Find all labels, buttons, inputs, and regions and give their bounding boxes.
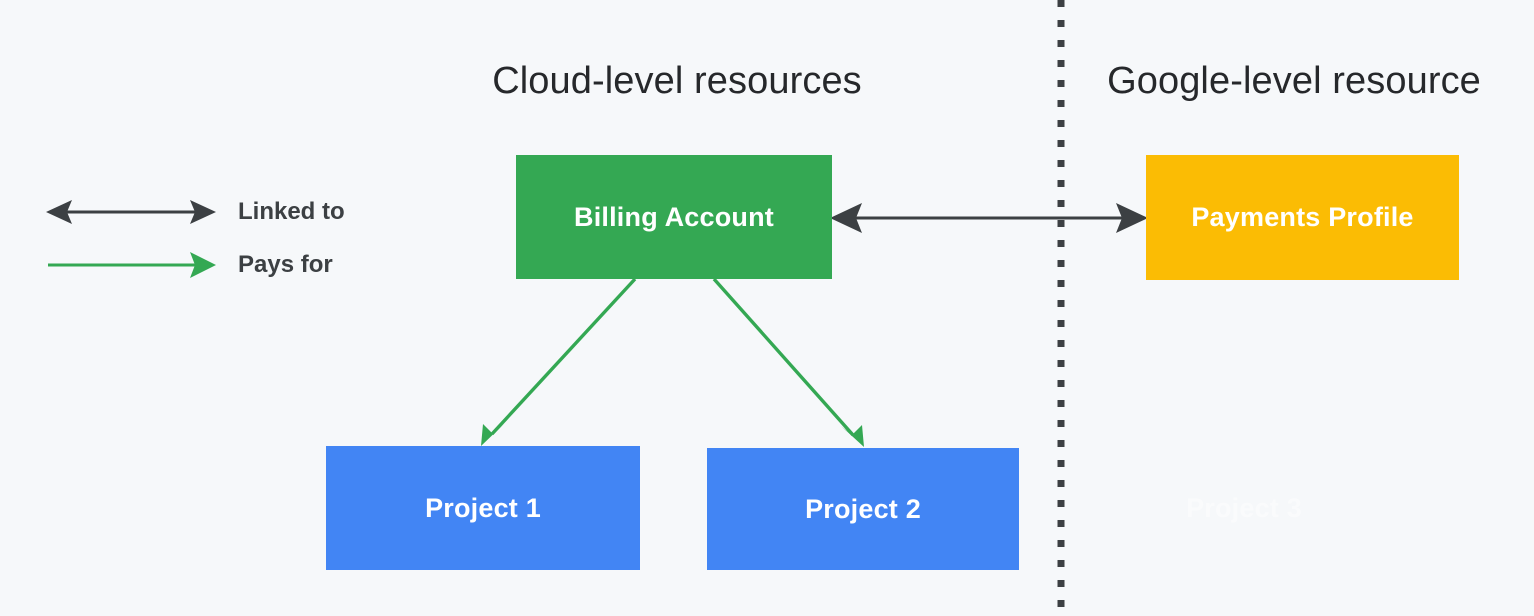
node-billing-account[interactable]: Billing Account [516,155,832,279]
node-label-billing-account: Billing Account [574,201,774,232]
node-label-project-2: Project 2 [805,493,921,524]
node-payments-profile[interactable]: Payments Profile [1146,155,1459,280]
legend-label-linked-to: Linked to [238,198,345,225]
single-arrow-icon [46,248,216,282]
legend-label-pays-for: Pays for [238,251,333,278]
section-header-google-level: Google-level resource [1107,60,1481,102]
edge-billing-account-to-project-2 [712,277,864,447]
node-project-1[interactable]: Project 1 [326,446,640,570]
node-project-2[interactable]: Project 2 [707,448,1019,570]
edge-billing-account-to-payments-profile [830,203,1148,233]
legend-item-pays-for: Pays for [46,248,333,282]
node-label-project-3: Project 3 [1186,493,1302,523]
section-header-cloud-level: Cloud-level resources [492,60,862,102]
node-label-payments-profile: Payments Profile [1191,202,1414,232]
edge-billing-account-to-project-1 [481,277,637,446]
node-label-project-1: Project 1 [425,492,541,523]
double-arrow-icon [46,195,216,229]
legend-item-linked-to: Linked to [46,195,345,229]
